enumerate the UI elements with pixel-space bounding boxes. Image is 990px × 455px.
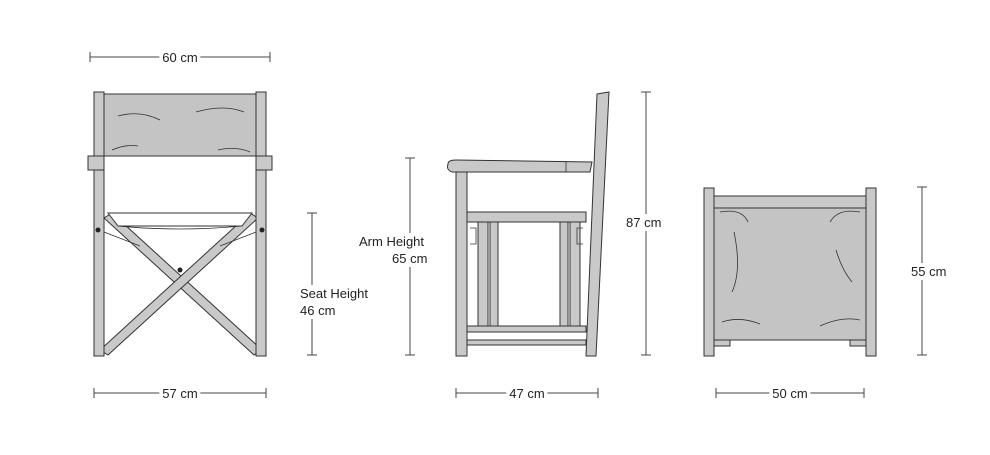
arm-height-label: Arm Height [359, 233, 425, 250]
seat-height-label: Seat Height [300, 285, 368, 302]
top-rail-right [865, 187, 877, 357]
side-view-drawing [447, 91, 610, 357]
front-leg-right [255, 91, 267, 357]
total-height-label: 87 cm [626, 214, 662, 231]
side-armrest [447, 159, 593, 173]
top-rail-left [703, 187, 715, 357]
side-depth-label: 47 cm [506, 385, 548, 402]
side-back-post [585, 91, 610, 357]
top-view-drawing [703, 187, 877, 357]
front-bottom-width-label: 57 cm [159, 385, 201, 402]
arm-height-value: 65 cm [392, 250, 428, 267]
top-seat-canvas [703, 195, 877, 341]
top-height-label: 55 cm [911, 263, 947, 280]
front-backrest-canvas [103, 93, 257, 157]
front-leg-left [93, 91, 105, 357]
front-top-width-label: 60 cm [159, 49, 201, 66]
seat-height-value: 46 cm [300, 302, 336, 319]
side-seat [466, 211, 587, 223]
front-view-drawing [87, 91, 273, 357]
side-front-leg [455, 169, 468, 357]
top-width-label: 50 cm [769, 385, 811, 402]
